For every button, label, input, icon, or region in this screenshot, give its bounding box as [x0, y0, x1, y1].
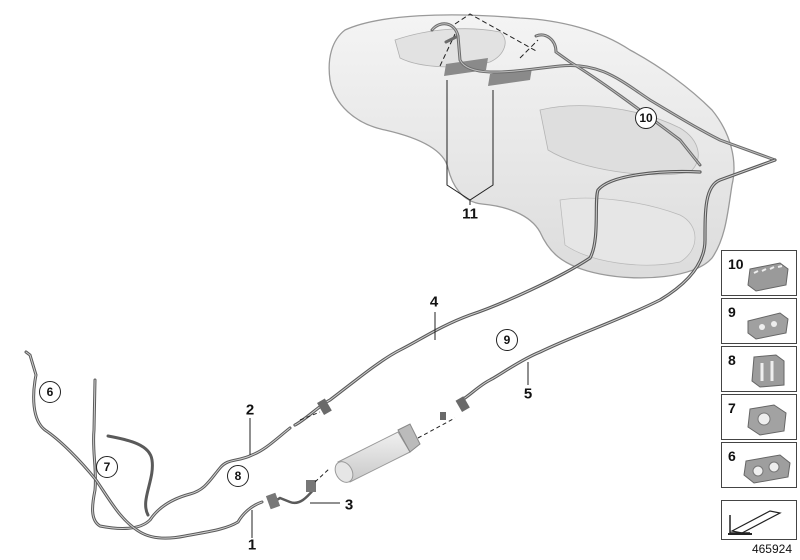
- fuel-line-4: [293, 170, 702, 427]
- fuel-tank: [328, 14, 735, 279]
- legend-item-6[interactable]: 6: [721, 442, 797, 488]
- circle-callout-7: 7: [96, 456, 118, 478]
- fuel-filter: [334, 423, 421, 483]
- fuel-line-5: [460, 158, 777, 402]
- callout-4: 4: [429, 293, 439, 311]
- clip-6-icon: [743, 454, 791, 484]
- fuel-line-1: [24, 350, 264, 540]
- circle-callout-9: 9: [496, 329, 518, 351]
- clip-8-icon: [751, 354, 785, 388]
- back-navigation-button[interactable]: [721, 500, 797, 540]
- legend-item-8[interactable]: 8: [721, 346, 797, 392]
- leader-11: [446, 80, 494, 205]
- figure-id: 465924: [751, 542, 792, 556]
- clip-7-icon: [747, 404, 787, 436]
- legend-item-10[interactable]: 10: [721, 250, 797, 296]
- callout-1: 1: [247, 536, 257, 554]
- legend-item-9[interactable]: 9: [721, 298, 797, 344]
- legend-number: 7: [728, 400, 736, 416]
- legend-number: 10: [728, 256, 744, 272]
- clip-10-icon: [747, 262, 789, 292]
- callout-11: 11: [462, 205, 478, 223]
- fuel-line-2: [91, 378, 292, 530]
- line-connectors: [317, 396, 470, 420]
- circle-callout-10: 10: [635, 107, 657, 129]
- callout-2: 2: [245, 401, 255, 419]
- dashed-reference-lines: [439, 13, 539, 67]
- circle-callout-6: 6: [39, 381, 61, 403]
- callout-5: 5: [523, 385, 533, 403]
- legend-number: 8: [728, 352, 736, 368]
- clip-9-icon: [747, 312, 789, 340]
- fuel-line-7: [106, 434, 154, 517]
- legend-item-7[interactable]: 7: [721, 394, 797, 440]
- legend-number: 6: [728, 448, 736, 464]
- dashed-connector-lines: [299, 411, 456, 483]
- callout-leaders: [249, 312, 529, 538]
- connector-3: [265, 480, 316, 510]
- legend-number: 9: [728, 304, 736, 320]
- callout-3: 3: [344, 496, 354, 514]
- circle-callout-8: 8: [227, 465, 249, 487]
- arrow-back-icon: [728, 510, 782, 535]
